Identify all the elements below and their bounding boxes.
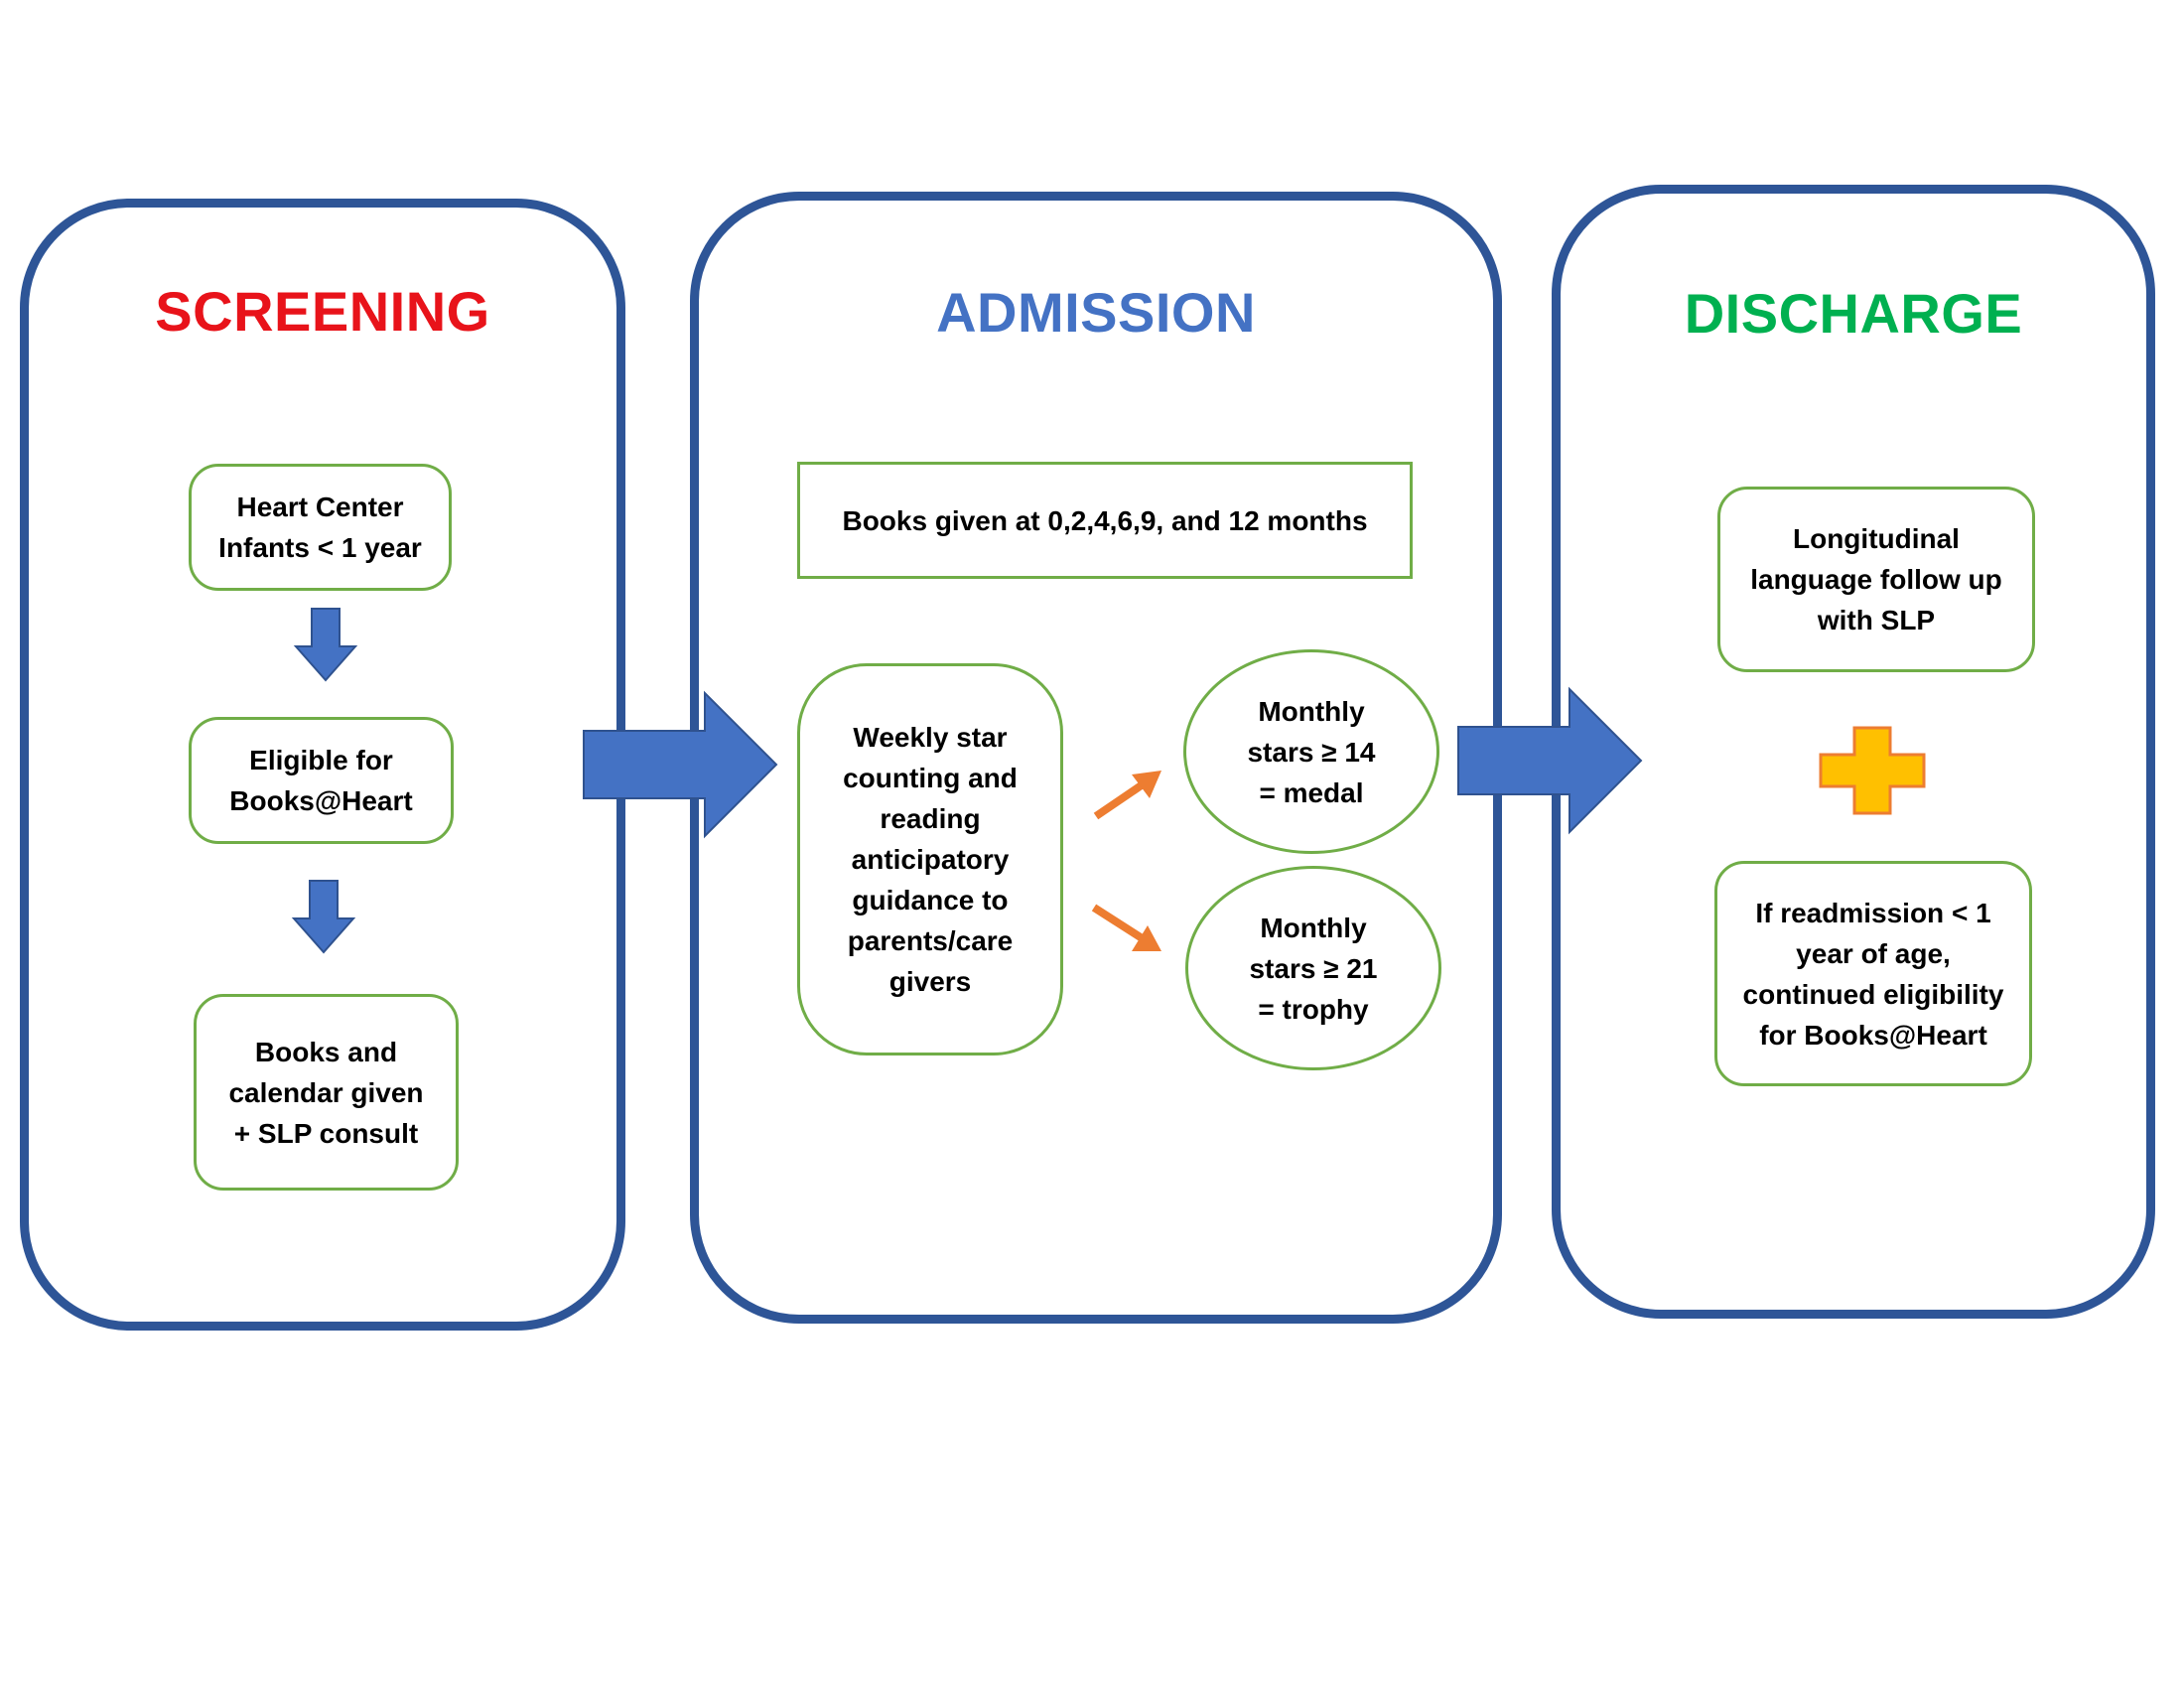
longitudinal-followup-box: Longitudinal language follow up with SLP xyxy=(1717,487,2035,672)
books-schedule-box: Books given at 0,2,4,6,9, and 12 months xyxy=(797,462,1413,579)
books-calendar-box: Books and calendar given + SLP consult xyxy=(194,994,459,1191)
screening-title: SCREENING xyxy=(155,280,490,343)
orange-arrow-up xyxy=(1093,771,1161,820)
weekly-star-box: Weekly star counting and reading anticip… xyxy=(797,663,1063,1055)
eligible-box: Eligible for Books@Heart xyxy=(189,717,454,844)
down-arrow-1 xyxy=(293,608,358,682)
medal-ellipse: Monthly stars ≥ 14 = medal xyxy=(1183,649,1439,854)
right-arrow-screening-to-admission xyxy=(583,690,778,839)
readmission-box: If readmission < 1 year of age, continue… xyxy=(1714,861,2032,1086)
heart-center-infants-box: Heart Center Infants < 1 year xyxy=(189,464,452,591)
orange-arrow-down xyxy=(1091,904,1161,951)
down-arrow-2 xyxy=(291,880,356,954)
admission-title: ADMISSION xyxy=(936,281,1256,344)
right-arrow-admission-to-discharge xyxy=(1457,686,1643,835)
trophy-ellipse: Monthly stars ≥ 21 = trophy xyxy=(1185,866,1441,1070)
plus-icon xyxy=(1819,726,1926,815)
discharge-title: DISCHARGE xyxy=(1684,282,2023,345)
